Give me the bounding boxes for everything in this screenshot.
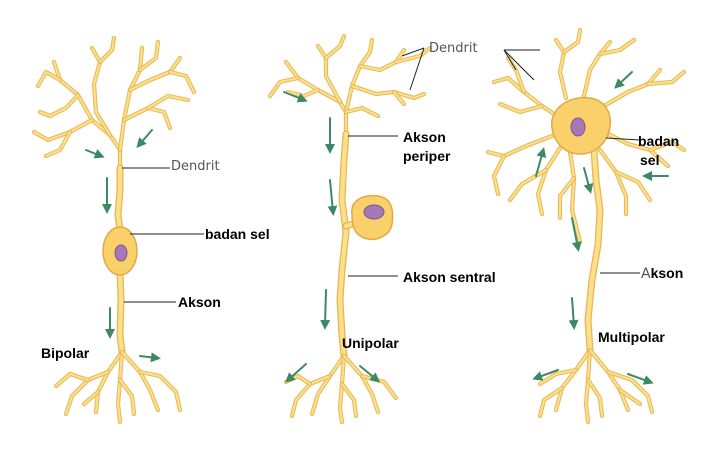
multipolar-arrow <box>532 369 559 381</box>
multipolar-dendrites <box>485 27 687 245</box>
unipolar-central-axon-label: Akson sentral <box>403 269 496 285</box>
unipolar-leader-lines <box>348 47 425 277</box>
bipolar-neuron <box>31 35 204 425</box>
multipolar-signal-arrows <box>532 71 669 385</box>
unipolar-dendrites <box>267 33 433 137</box>
unipolar-dendrite-label: Dendrit <box>429 41 478 56</box>
unipolar-shaft <box>336 130 370 360</box>
bipolar-cell-body-label: badan sel <box>205 226 270 242</box>
bipolar-axon-terminals <box>53 349 183 425</box>
multipolar-arrow <box>583 167 594 194</box>
bipolar-dendrites <box>31 35 197 171</box>
bipolar-axon-label: Akson <box>178 294 221 310</box>
unipolar-type-label: Unipolar <box>342 335 399 351</box>
bipolar-leader-lines <box>122 167 204 303</box>
multipolar-arrow <box>627 373 654 385</box>
multipolar-leader-lines <box>503 49 641 274</box>
multipolar-cell-body-label-2: sel <box>640 152 660 168</box>
bipolar-signal-arrows <box>85 129 161 363</box>
unipolar-arrow <box>327 179 338 216</box>
multipolar-arrow <box>571 217 582 252</box>
bipolar-arrow <box>139 352 161 363</box>
multipolar-axon-terminals <box>537 347 655 425</box>
unipolar-neuron <box>267 33 433 425</box>
bipolar-shaft <box>114 164 126 356</box>
unipolar-signal-arrows <box>283 91 381 383</box>
unipolar-arrow <box>359 365 381 383</box>
unipolar-arrow <box>320 289 331 330</box>
bipolar-arrow <box>136 129 153 149</box>
multipolar-shaft <box>584 146 604 354</box>
multipolar-axon-label: Akson <box>641 266 683 282</box>
multipolar-neuron <box>485 27 687 425</box>
bipolar-nucleus <box>114 244 128 262</box>
unipolar-peripheral-axon-label-2: periper <box>403 148 451 164</box>
multipolar-axon-label-prefix: A <box>641 266 651 282</box>
multipolar-arrow <box>535 147 547 177</box>
multipolar-cell-body-label-1: badan <box>638 133 680 149</box>
bipolar-type-label: Bipolar <box>41 345 90 361</box>
unipolar-peripheral-axon-label-1: Akson <box>403 129 446 145</box>
multipolar-nucleus <box>570 117 586 137</box>
bipolar-dendrite-label: Dendrit <box>171 159 220 174</box>
unipolar-arrow <box>283 91 308 103</box>
multipolar-type-label: Multipolar <box>598 329 665 345</box>
unipolar-nucleus <box>363 204 385 220</box>
bipolar-arrow <box>85 149 105 159</box>
multipolar-axon-label-rest: kson <box>650 265 684 281</box>
unipolar-arrow <box>285 363 307 383</box>
multipolar-arrow <box>568 297 579 330</box>
multipolar-arrow <box>614 71 633 89</box>
